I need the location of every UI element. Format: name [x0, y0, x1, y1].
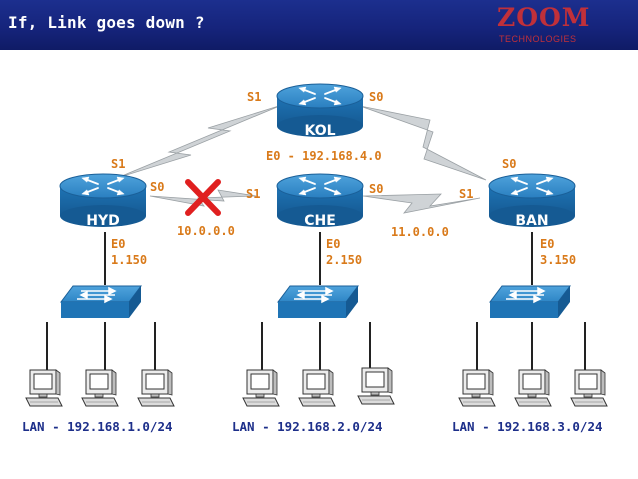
logo-technologies: TECHNOLOGIES: [499, 34, 577, 44]
logo-zoom: ZOOM: [497, 3, 591, 32]
serial-link-kol-ban: [359, 105, 487, 181]
lan-hyd-label: LAN - 192.168.1.0/24: [22, 419, 173, 434]
hyd-e0-addr: 1.150: [111, 253, 147, 267]
pc-icon: [137, 369, 175, 407]
ban-if-left: S1: [459, 187, 473, 201]
che-if-right: S0: [369, 182, 383, 196]
ban-e0-label: E0: [540, 237, 554, 251]
serial-link-che-ban: [362, 193, 481, 214]
lan-ban-label: LAN - 192.168.3.0/24: [452, 419, 603, 434]
switch-icon: [489, 285, 571, 319]
hyd-if-right: S0: [150, 180, 164, 194]
pc-icon: [81, 369, 119, 407]
router-kol: KOL: [276, 83, 364, 139]
ban-if-top: S0: [502, 157, 516, 171]
link-down-icon: [185, 179, 221, 216]
title-bar: If, Link goes down ? ZOOM TECHNOLOGIES: [0, 0, 638, 50]
pc-icon: [357, 367, 395, 405]
pc-icon: [570, 369, 608, 407]
router-che-name: CHE: [304, 213, 336, 229]
switch-icon: [60, 285, 142, 319]
hyd-if-top: S1: [111, 157, 125, 171]
router-ban-name: BAN: [515, 213, 548, 229]
kol-if-left: S1: [247, 90, 261, 104]
router-che: CHE: [276, 173, 364, 229]
kol-if-right: S0: [369, 90, 383, 104]
ethernet-cabling: [46, 232, 586, 372]
che-if-left: S1: [246, 187, 260, 201]
kol-e0-label: E0 - 192.168.4.0: [266, 149, 382, 163]
che-e0-addr: 2.150: [326, 253, 362, 267]
che-e0-label: E0: [326, 237, 340, 251]
pc-icon: [458, 369, 496, 407]
router-kol-name: KOL: [304, 123, 335, 139]
slide-title: If, Link goes down ?: [8, 13, 205, 32]
pc-icon: [298, 369, 336, 407]
link-che-ban-network: 11.0.0.0: [391, 225, 449, 239]
ban-e0-addr: 3.150: [540, 253, 576, 267]
router-ban: BAN: [488, 173, 576, 229]
link-hyd-che-network: 10.0.0.0: [177, 224, 235, 238]
router-hyd-name: HYD: [86, 213, 119, 229]
network-diagram: KOL HYD CHE BAN S1 S0 E0 - 192.168.4: [22, 83, 608, 434]
router-hyd: HYD: [59, 173, 147, 229]
pc-icon: [242, 369, 280, 407]
lan-che-label: LAN - 192.168.2.0/24: [232, 419, 383, 434]
pc-icon: [25, 369, 63, 407]
pc-icon: [514, 369, 552, 407]
serial-link-kol-hyd: [116, 104, 283, 179]
switch-icon: [277, 285, 359, 319]
hyd-e0-label: E0: [111, 237, 125, 251]
